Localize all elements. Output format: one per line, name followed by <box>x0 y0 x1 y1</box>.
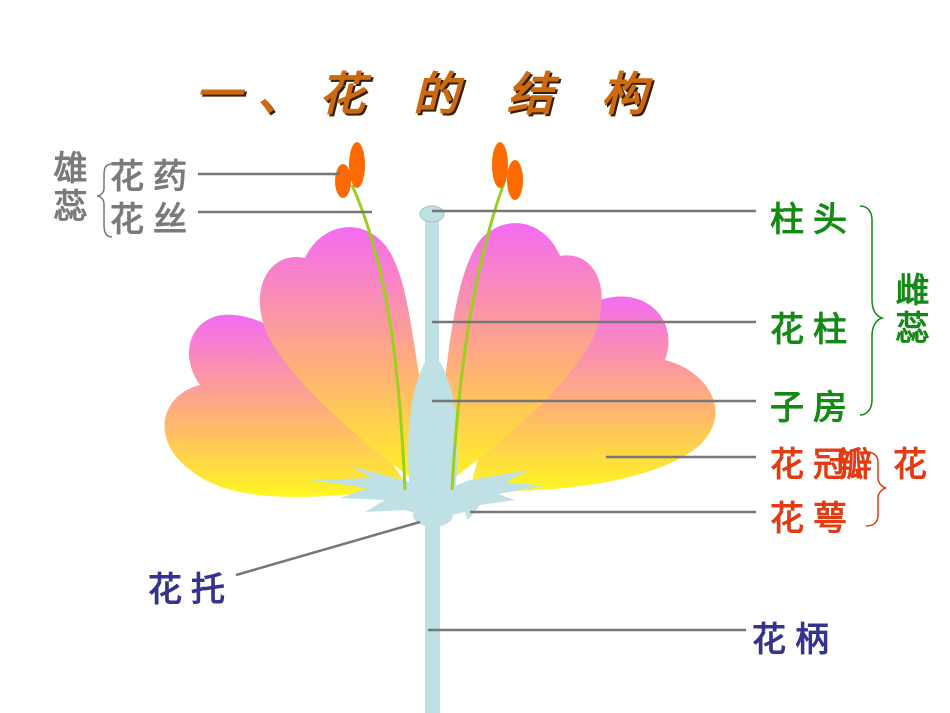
petal-outer-right <box>470 296 716 491</box>
style-shape <box>425 218 439 368</box>
leader-receptacle <box>235 520 421 577</box>
label-petal-overlay: 瓣 <box>838 445 881 485</box>
stigma-shape <box>419 205 445 223</box>
petal-inner-right <box>445 223 602 485</box>
receptacle-shape <box>413 503 453 527</box>
label-stamen: 雄蕊 <box>47 150 87 226</box>
label-perianth: 花 <box>893 445 936 485</box>
label-petal: 花冠 <box>770 445 856 485</box>
anther-left-a <box>335 164 351 198</box>
sepal-left <box>310 466 432 518</box>
label-stigma: 柱头 <box>770 200 856 240</box>
label-sepal: 花萼 <box>770 499 856 539</box>
label-style: 花柱 <box>770 310 856 350</box>
anther-right-b <box>507 160 523 200</box>
anther-left-b <box>349 142 365 188</box>
label-pedicel: 花柄 <box>752 620 838 660</box>
pedicel-shape <box>425 520 440 713</box>
ovary-shape <box>408 362 458 511</box>
sepal-right <box>438 470 545 520</box>
label-filament: 花丝 <box>110 200 196 240</box>
label-receptacle: 花托 <box>148 570 234 610</box>
anther-right-a <box>492 142 508 188</box>
filament-right <box>450 179 507 491</box>
petal-outer-left <box>164 314 410 497</box>
bracket-stamen <box>96 163 113 238</box>
filament-left <box>350 184 407 491</box>
bracket-perianth <box>865 451 887 527</box>
bracket-pistil <box>859 205 885 416</box>
petal-inner-left <box>259 227 420 485</box>
page-title: 一、花 的 结 构 <box>195 67 664 121</box>
label-anther: 花药 <box>110 157 196 197</box>
label-ovary: 子房 <box>770 388 856 428</box>
label-pistil: 雌蕊 <box>889 272 929 348</box>
